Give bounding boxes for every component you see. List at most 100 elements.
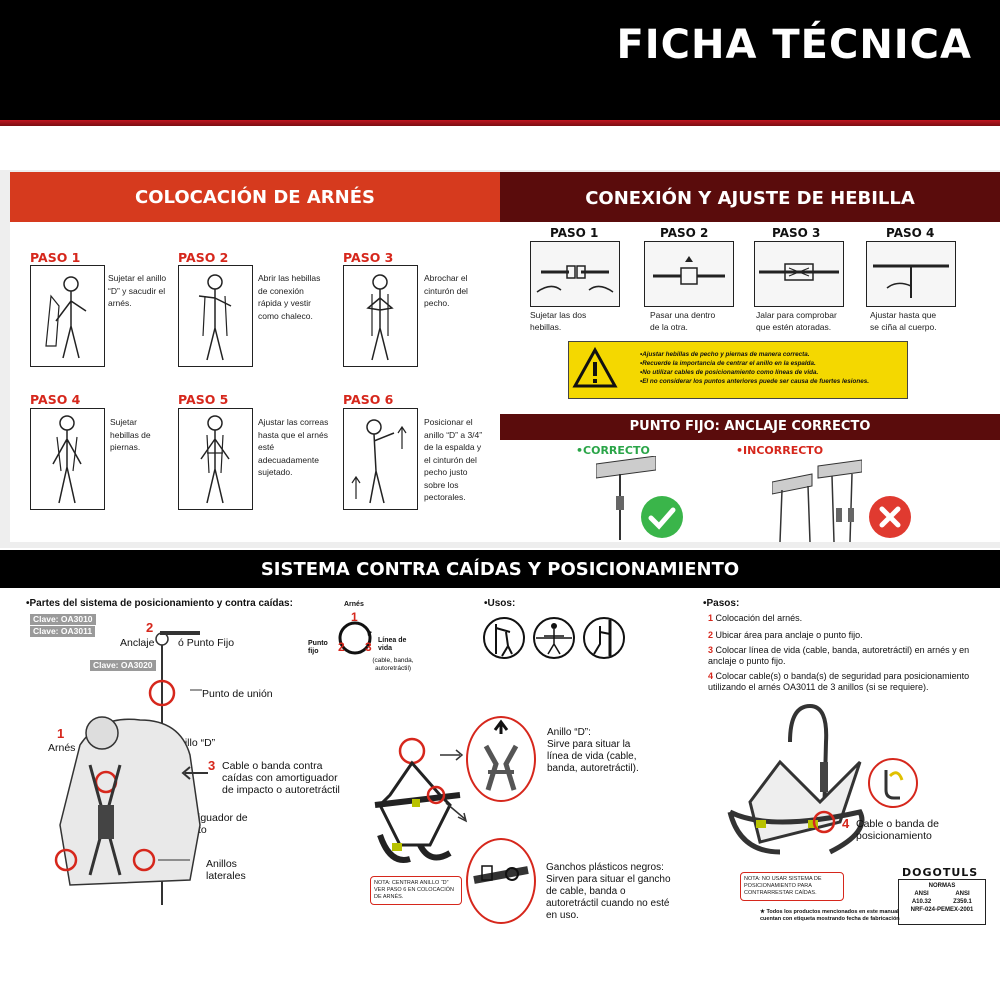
colocacion-step-6-text: Posicionar el anillo “D” a 3/4” de la es… xyxy=(424,417,483,502)
conexion-step-2-illustration xyxy=(644,241,734,307)
list-item: 2 Ubicar área para anclaje o punto fijo. xyxy=(708,630,978,641)
partes-title: •Partes del sistema de posicionamiento y… xyxy=(26,598,293,609)
person-adjusting-straps-icon xyxy=(200,415,230,504)
conexion-header xyxy=(500,172,1000,222)
ganchos-title: Ganchos plásticos negros: xyxy=(546,862,664,873)
page-title: FICHA TÉCNICA xyxy=(616,22,972,68)
pole-climbing-use-icon xyxy=(583,617,625,659)
colocacion-step-2-label: PASO 2 xyxy=(178,250,229,265)
step-number: 2 xyxy=(708,630,714,640)
cycle-linea-sub: (cable, banda, autoretráctil) xyxy=(372,657,414,672)
step-number: 1 xyxy=(708,613,714,623)
harness-front-illustration xyxy=(370,735,550,900)
colocacion-step-3-label: PASO 3 xyxy=(343,250,394,265)
cycle-number-1: 1 xyxy=(351,610,358,624)
pasos-title: •Pasos: xyxy=(703,598,740,609)
punto-fijo-header xyxy=(500,414,1000,440)
cable-pos-label: Cable o banda de posicionamiento xyxy=(856,818,939,842)
list-item: 4 Colocar cable(s) o banda(s) de segurid… xyxy=(708,671,978,693)
conexion-step-2-label: PASO 2 xyxy=(660,226,709,240)
cable-pos-number: 4 xyxy=(842,816,850,831)
conexion-step-3-text: Jalar para comprobar que estén atoradas. xyxy=(756,310,837,332)
cycle-linea-label: Línea de vida xyxy=(378,637,407,652)
pasos-list: 1 Colocación del arnés. 2 Ubicar área pa… xyxy=(708,613,978,693)
plastic-hook-zoom-icon xyxy=(466,838,536,924)
ganchos-description: Sirven para situar el gancho de cable, b… xyxy=(546,874,671,921)
brand-logo: DOGOTULS xyxy=(902,866,979,879)
cable-label: Cable o banda contra caídas con amortigu… xyxy=(222,760,340,796)
colocacion-step-1-text: Sujetar el anillo “D” y sacudir el arnés… xyxy=(108,273,167,308)
punto-fijo-title: PUNTO FIJO: ANCLAJE CORRECTO xyxy=(629,419,871,434)
usos-title: •Usos: xyxy=(484,598,516,609)
conexion-step-3-label: PASO 3 xyxy=(772,226,821,240)
colocacion-step-5-label: PASO 5 xyxy=(178,392,229,407)
anillos-laterales-label: Anillos laterales xyxy=(206,858,246,882)
person-fastening-leg-strap-icon xyxy=(52,415,82,504)
cross-icon xyxy=(868,495,912,544)
conexion-step-2-text: Pasar una dentro de la otra. xyxy=(650,310,716,332)
sistema-title: SISTEMA CONTRA CAÍDAS Y POSICIONAMIENTO xyxy=(260,559,740,580)
warning-line: •El no considerar los puntos anteriores … xyxy=(640,378,869,385)
cycle-arnes-label: Arnés xyxy=(344,601,364,608)
colocacion-step-1-label: PASO 1 xyxy=(30,250,81,265)
system-cycle-diagram xyxy=(310,600,420,685)
anillo-d-description: Sirve para situar la línea de vida (cabl… xyxy=(547,739,639,774)
normas-row: ANSI A10.32 ANSI Z359.1 xyxy=(901,890,983,906)
anillo-d-title: Anillo “D”: xyxy=(547,727,591,738)
colocacion-step-3-text: Abrochar el cinturón del pecho. xyxy=(424,273,468,308)
warning-line: •Ajustar hebillas de pecho y piernas de … xyxy=(640,351,810,358)
fall-arrest-system-illustration xyxy=(40,625,270,920)
person-positioning-d-ring-icon xyxy=(351,419,407,504)
d-ring-zoom-icon xyxy=(466,716,536,802)
person-holding-harness-icon xyxy=(45,276,87,359)
conexion-title: CONEXIÓN Y AJUSTE DE HEBILLA xyxy=(585,188,915,209)
colocacion-step-5-text: Ajustar las correas hasta que el arnés e… xyxy=(258,417,329,477)
arnes-label: Arnés xyxy=(48,742,76,754)
colocacion-title: COLOCACIÓN DE ARNÉS xyxy=(135,187,375,208)
anclaje-number: 2 xyxy=(146,620,154,635)
conexion-step-1-text: Sujetar las dos hebillas. xyxy=(530,310,587,332)
buckle-pulling-icon xyxy=(759,263,839,281)
note-centrar-anillo: NOTA: CENTRAR ANILLO “D” VER PASO 6 EN C… xyxy=(370,876,462,905)
warning-line: •Recuerde la importancia de centrar el a… xyxy=(640,360,816,367)
step-number: 3 xyxy=(708,645,714,655)
colocacion-step-6-illustration xyxy=(343,408,418,510)
person-putting-on-harness-icon xyxy=(198,274,232,361)
person-fastening-chest-strap-icon xyxy=(366,274,394,361)
colocacion-step-3-illustration xyxy=(343,265,418,367)
normas-title: NORMAS xyxy=(928,883,956,889)
clave-badge: Clave: OA3010 xyxy=(30,614,96,625)
conexion-step-1-illustration xyxy=(530,241,620,307)
snap-hook-zoom-icon xyxy=(868,758,918,808)
warning-list: •Ajustar hebillas de pecho y piernas de … xyxy=(640,350,905,386)
colocacion-step-6-label: PASO 6 xyxy=(343,392,394,407)
step-text: Ubicar área para anclaje o punto fijo. xyxy=(715,630,863,640)
cycle-number-3: 3 xyxy=(365,640,372,654)
clave-badge: Clave: OA3020 xyxy=(90,660,156,671)
step-number: 4 xyxy=(708,671,714,681)
colocacion-step-1-illustration xyxy=(30,265,105,367)
colocacion-step-4-label: PASO 4 xyxy=(30,392,81,407)
cycle-punto-label: Punto fijo xyxy=(308,640,328,655)
warning-line: •No utilizar cables de posicionamiento c… xyxy=(640,369,819,376)
hands-holding-buckles-icon xyxy=(536,265,614,293)
colocacion-step-2-text: Abrir las hebillas de conexión rápida y … xyxy=(258,273,321,321)
incorrect-anchor-illustration xyxy=(771,458,863,553)
colocacion-step-4-illustration xyxy=(30,408,105,510)
norma: NRF-024-PEMEX-2001 xyxy=(910,907,974,913)
cable-number: 3 xyxy=(208,758,216,773)
fall-arrest-use-icon xyxy=(483,617,525,659)
positioning-use-icon xyxy=(533,617,575,659)
conexion-step-4-label: PASO 4 xyxy=(886,226,935,240)
arnes-number: 1 xyxy=(57,726,65,741)
conexion-step-4-text: Ajustar hasta que se ciña al cuerpo. xyxy=(870,310,937,332)
colocacion-step-4-text: Sujetar hebillas de piernas. xyxy=(110,417,151,452)
list-item: 3 Colocar línea de vida (cable, banda, a… xyxy=(708,645,978,667)
list-item: 1 Colocación del arnés. xyxy=(708,613,978,624)
warning-triangle-icon xyxy=(572,346,618,397)
header-accent-stripe xyxy=(0,120,1000,126)
header-bar xyxy=(0,0,1000,120)
sistema-header xyxy=(0,550,1000,588)
warning-box xyxy=(568,341,908,399)
cycle-number-2: 2 xyxy=(338,640,345,654)
